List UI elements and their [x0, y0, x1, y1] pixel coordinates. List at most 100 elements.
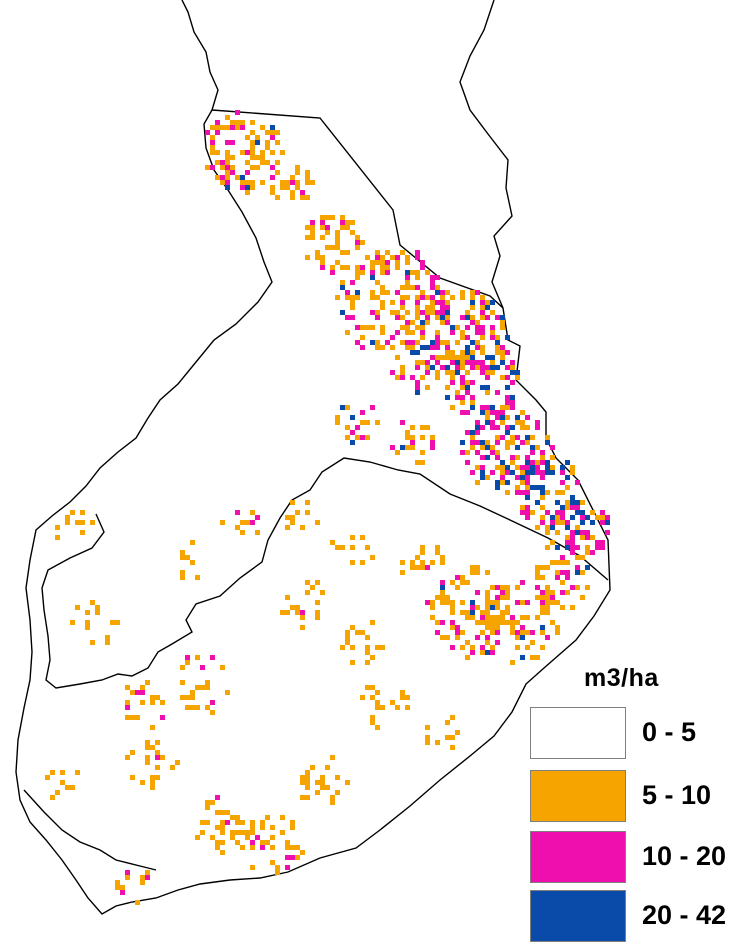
volume-cell: [355, 270, 360, 275]
volume-cell: [565, 570, 570, 575]
volume-cell: [215, 795, 220, 800]
volume-cell: [125, 705, 130, 710]
volume-cell: [530, 485, 535, 490]
volume-cell: [225, 170, 230, 175]
volume-cell: [460, 365, 465, 370]
volume-cell: [465, 315, 470, 320]
volume-cell: [355, 435, 360, 440]
volume-cell: [490, 360, 495, 365]
volume-cell: [540, 505, 545, 510]
volume-cell: [320, 225, 325, 230]
volume-cell: [430, 445, 435, 450]
volume-cell: [230, 170, 235, 175]
volume-cell: [415, 555, 420, 560]
volume-cell: [480, 330, 485, 335]
volume-cell: [450, 735, 455, 740]
volume-cell: [585, 545, 590, 550]
volume-cell: [325, 230, 330, 235]
volume-cell: [330, 755, 335, 760]
volume-cell: [480, 335, 485, 340]
volume-cell: [575, 530, 580, 535]
volume-cell: [225, 115, 230, 120]
volume-cell: [155, 765, 160, 770]
volume-cell: [530, 510, 535, 515]
volume-cell: [380, 645, 385, 650]
volume-cell: [490, 405, 495, 410]
volume-cell: [255, 530, 260, 535]
volume-cell: [425, 320, 430, 325]
volume-cell: [500, 435, 505, 440]
volume-cell: [390, 335, 395, 340]
volume-cell: [125, 715, 130, 720]
volume-cell: [415, 250, 420, 255]
volume-cell: [480, 370, 485, 375]
volume-cell: [55, 525, 60, 530]
volume-cell: [270, 185, 275, 190]
volume-cell: [475, 570, 480, 575]
volume-cell: [405, 275, 410, 280]
volume-cell: [485, 650, 490, 655]
volume-cell: [240, 845, 245, 850]
volume-cell: [545, 635, 550, 640]
volume-cell: [170, 765, 175, 770]
volume-cell: [260, 125, 265, 130]
volume-cell: [390, 445, 395, 450]
volume-cell: [115, 620, 120, 625]
volume-cell: [360, 410, 365, 415]
volume-cell: [335, 240, 340, 245]
volume-cell: [230, 830, 235, 835]
volume-cell: [305, 170, 310, 175]
volume-cell: [565, 520, 570, 525]
volume-cell: [365, 420, 370, 425]
volume-cell: [250, 165, 255, 170]
volume-cell: [520, 580, 525, 585]
volume-cell: [410, 435, 415, 440]
volume-cell: [530, 655, 535, 660]
volume-cell: [500, 620, 505, 625]
volume-cell: [345, 425, 350, 430]
volume-cell: [230, 165, 235, 170]
volume-cell: [495, 465, 500, 470]
volume-cell: [570, 535, 575, 540]
volume-cell: [500, 475, 505, 480]
volume-cell: [210, 145, 215, 150]
volume-cell: [250, 130, 255, 135]
volume-cell: [525, 630, 530, 635]
volume-cell: [505, 430, 510, 435]
volume-cell: [430, 345, 435, 350]
volume-cell: [200, 830, 205, 835]
volume-cell: [475, 430, 480, 435]
volume-cell: [220, 520, 225, 525]
volume-cell: [325, 225, 330, 230]
volume-cell: [200, 820, 205, 825]
volume-cell: [220, 820, 225, 825]
volume-cell: [390, 370, 395, 375]
volume-cell: [255, 515, 260, 520]
volume-cell: [490, 650, 495, 655]
volume-cell: [225, 150, 230, 155]
volume-cell: [380, 270, 385, 275]
volume-cell: [240, 830, 245, 835]
volume-cell: [535, 655, 540, 660]
volume-cell: [310, 220, 315, 225]
volume-cell: [300, 615, 305, 620]
volume-cell: [440, 305, 445, 310]
volume-cell: [355, 630, 360, 635]
volume-cell: [160, 715, 165, 720]
volume-cell: [430, 300, 435, 305]
volume-cell: [305, 175, 310, 180]
volume-cell: [485, 590, 490, 595]
volume-cell: [420, 360, 425, 365]
volume-cell: [470, 380, 475, 385]
volume-cell: [420, 565, 425, 570]
volume-cell: [335, 245, 340, 250]
volume-cell: [295, 180, 300, 185]
volume-cell: [485, 355, 490, 360]
volume-cell: [485, 640, 490, 645]
volume-cell: [495, 345, 500, 350]
volume-cell: [575, 555, 580, 560]
volume-cell: [375, 310, 380, 315]
volume-cell: [440, 600, 445, 605]
volume-cell: [470, 305, 475, 310]
